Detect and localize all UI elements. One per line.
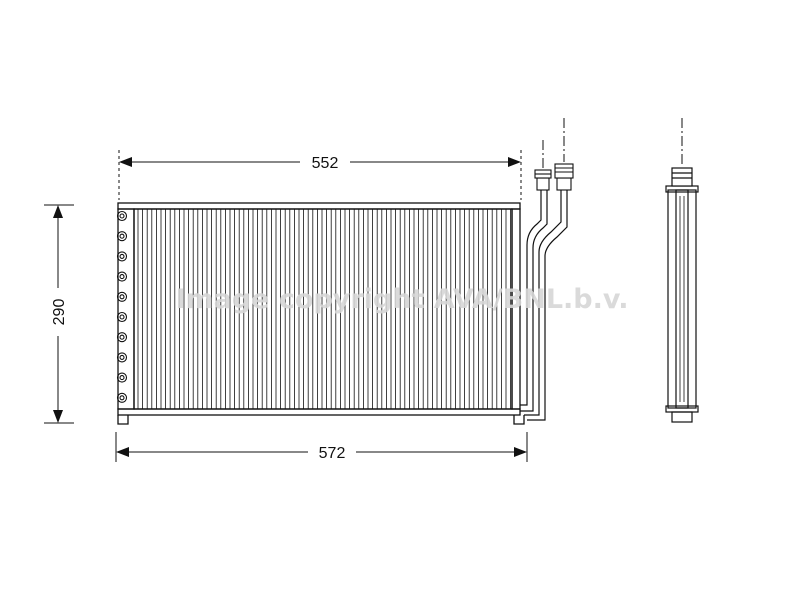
tube-return-loop	[116, 271, 128, 282]
top-header-bar	[117, 202, 521, 210]
tube-return-loop	[116, 231, 128, 242]
dimension-height-label: 290	[51, 299, 68, 326]
tube-return-loop-inner	[119, 213, 125, 219]
pipe-long	[524, 190, 562, 416]
side-bottom-bracket	[671, 411, 693, 423]
side-fitting	[671, 167, 693, 187]
tube-return-loop	[116, 392, 128, 403]
side-top-cap	[665, 185, 699, 193]
dimension-overall-width-label: 572	[319, 445, 346, 462]
side-outer-body	[667, 189, 697, 409]
tube-return-loop-inner	[119, 334, 125, 340]
pipe-long-parallel	[527, 190, 568, 421]
condenser-side-view	[665, 167, 699, 423]
pipe-fittings	[534, 163, 574, 191]
tube-return-loop	[116, 251, 128, 262]
pipe-inner-parallel	[520, 190, 548, 412]
bottom-header-bar	[117, 408, 521, 416]
copyright-watermark: Image copyright AVA/BNL.b.v.	[175, 284, 628, 315]
pipe-inner	[520, 190, 542, 406]
fitting-centerlines	[542, 118, 565, 168]
tube-return-loop-inner	[119, 395, 125, 401]
left-mount-foot	[117, 415, 129, 425]
right-side-tank	[511, 208, 521, 410]
dimension-height	[44, 204, 74, 424]
tube-return-loop	[116, 210, 128, 222]
tube-return-loop-inner	[119, 314, 125, 320]
tube-return-loop-inner	[119, 354, 125, 360]
tube-return-loop-inner	[119, 253, 125, 259]
tube-return-loop-inner	[119, 294, 125, 300]
tube-return-loop	[116, 291, 128, 302]
side-bottom-cap	[665, 405, 699, 413]
fitting-large-base	[556, 177, 572, 191]
tube-return-loop-inner	[119, 375, 125, 381]
dimension-core-width	[118, 150, 522, 200]
tube-return-loop	[116, 372, 128, 383]
side-inner-body	[675, 189, 689, 409]
tube-return-loop	[116, 311, 128, 323]
fitting-small-base	[536, 177, 550, 191]
fitting-large-nut	[554, 163, 574, 179]
tube-return-loop-inner	[119, 233, 125, 239]
left-side-tank	[117, 208, 135, 410]
tube-return-loop	[116, 352, 128, 363]
tube-return-loops	[116, 210, 128, 403]
condenser-front-view	[117, 202, 525, 425]
dimension-core-width-label: 552	[312, 155, 339, 172]
tube-return-loop	[116, 332, 128, 343]
outlet-pipes	[520, 190, 568, 421]
right-mount-foot	[513, 415, 525, 425]
dimension-overall-width	[115, 432, 528, 462]
tube-return-loop-inner	[119, 274, 125, 280]
core-fins	[137, 209, 512, 409]
